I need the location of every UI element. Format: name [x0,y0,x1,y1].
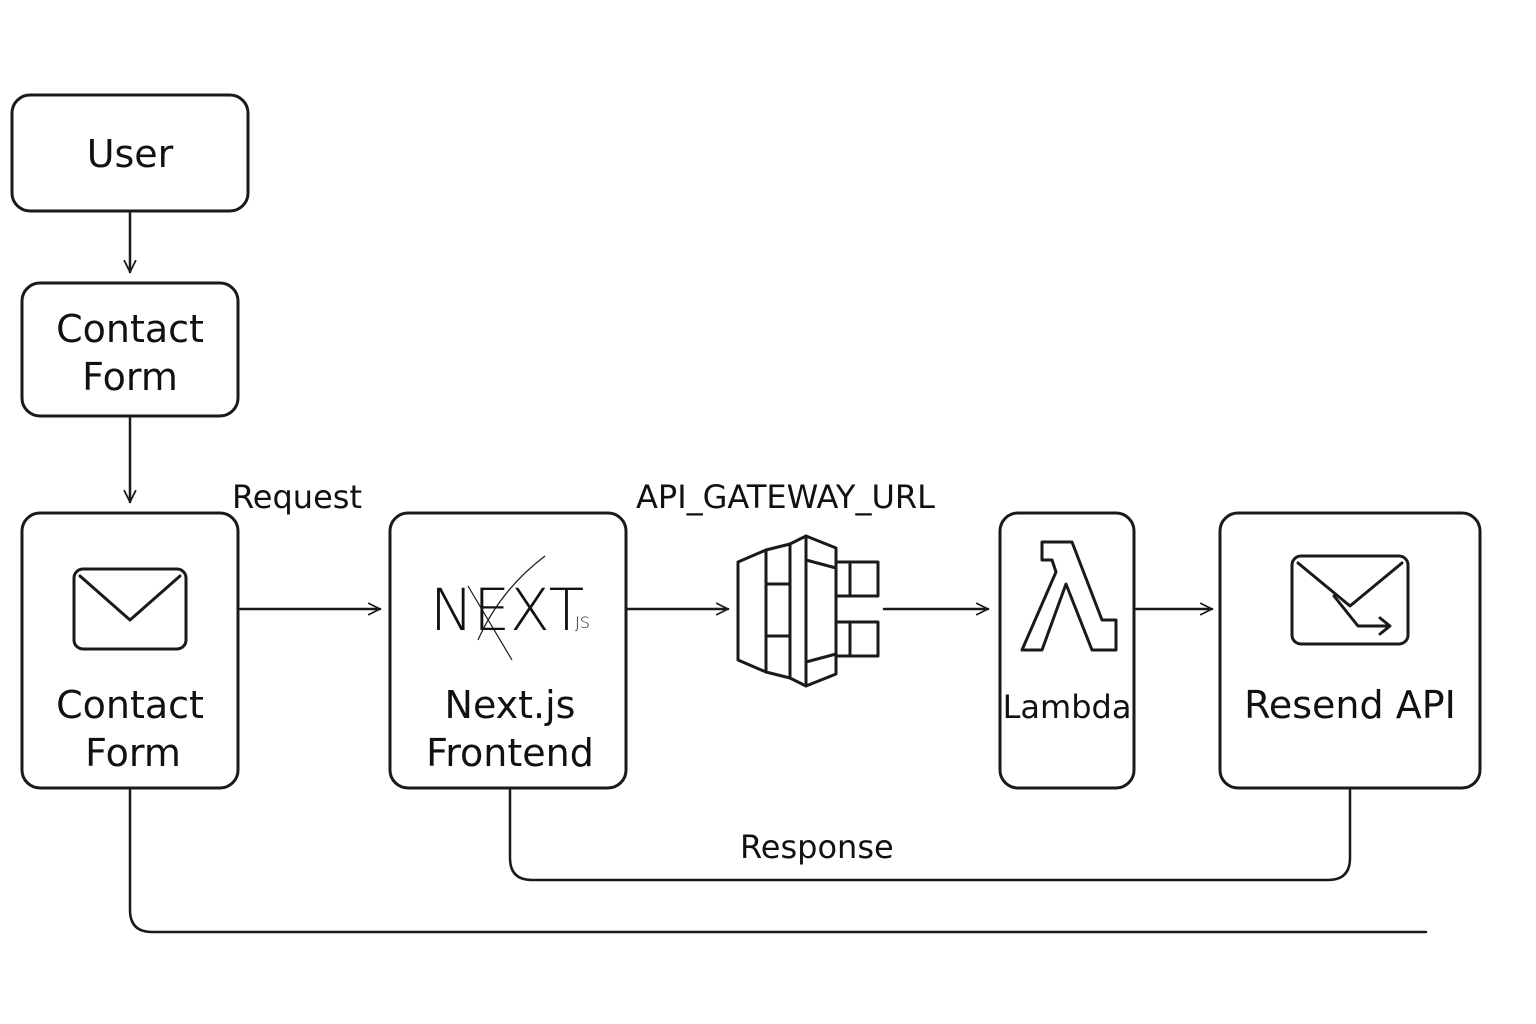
nextjs-label-line2: Frontend [426,731,594,775]
nextjs-logo-sub: JS [575,613,590,632]
resend-node: Resend API [1218,511,1482,790]
user-box [10,93,250,213]
contact-form-main-line2: Form [85,731,181,775]
lambda-label: Lambda [1003,688,1132,726]
envelope-send-icon [1290,554,1410,646]
nextjs-logo-text: NEXT [430,576,584,644]
response-label: Response [740,828,894,866]
lambda-box [998,511,1136,790]
contact-form-main-line1: Contact [56,683,204,727]
edges [123,209,1428,934]
nextjs-box [388,511,628,790]
user-label: User [87,132,174,176]
edge-bottom-return [128,786,1428,934]
contact-form-main-node: Contact Form [20,511,240,790]
lambda-icon [1020,540,1118,652]
user-node: User [10,93,250,213]
nextjs-node: NEXT JS Next.js Frontend [388,511,628,790]
contact-form-top-line2: Form [82,355,178,399]
api-gateway-icon [736,534,880,688]
envelope-icon [72,567,188,651]
contact-form-top-box [20,281,240,418]
nextjs-logo: NEXT JS [430,555,590,661]
resend-box [1218,511,1482,790]
lambda-node: Lambda [998,511,1136,790]
contact-form-top-node: Contact Form [20,281,240,418]
resend-label: Resend API [1244,683,1456,727]
api-gateway-url-label: API_GATEWAY_URL [636,478,935,516]
edge-response [508,786,1352,882]
nextjs-label-line1: Next.js [445,683,576,727]
contact-form-top-line1: Contact [56,307,204,351]
request-label: Request [232,478,362,516]
